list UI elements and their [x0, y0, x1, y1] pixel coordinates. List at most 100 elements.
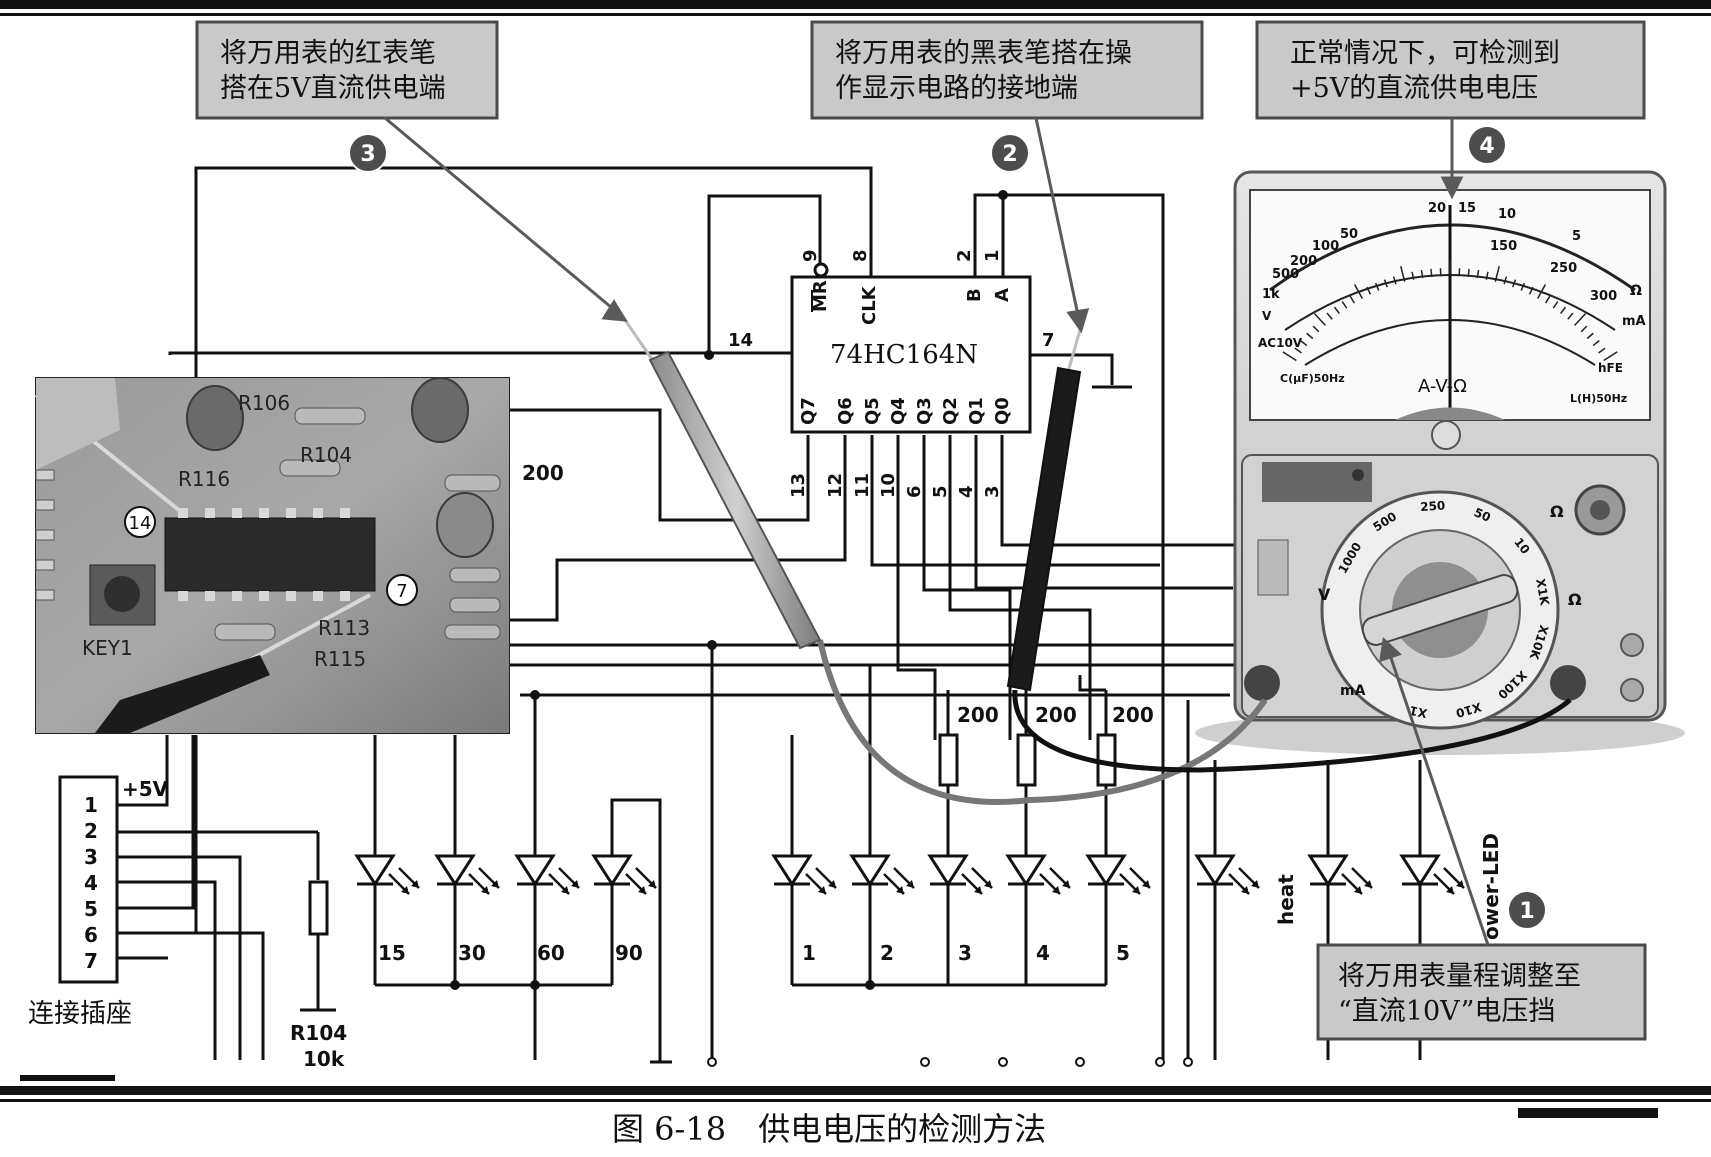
pcb-label: R115	[314, 647, 366, 671]
led-symbol	[594, 856, 656, 894]
led-label: 60	[537, 941, 565, 965]
led-label: 90	[615, 941, 643, 965]
callout-line: 正常情况下，可检测到	[1290, 38, 1560, 69]
bottom-left-mark	[20, 1075, 115, 1081]
resistor-value: 200	[1035, 703, 1077, 727]
chip-pin-number: 1	[982, 249, 1003, 262]
callout-line: “直流10V”电压挡	[1338, 996, 1555, 1027]
callout-line: 作显示电路的接地端	[835, 73, 1078, 104]
r104-value: 10k	[303, 1047, 345, 1071]
meter-label: Ω	[1630, 283, 1642, 299]
meter-label: V	[1262, 309, 1272, 323]
chip-output-label: Q2	[940, 397, 961, 425]
connector-title: 连接插座	[28, 999, 132, 1029]
callout-line: 将万用表量程调整至	[1338, 961, 1581, 992]
callout-step2: 将万用表的黑表笔搭在操 作显示电路的接地端	[812, 22, 1202, 118]
top-rule-thin	[0, 13, 1711, 16]
led-symbol	[517, 856, 579, 894]
meter-label: mA	[1622, 314, 1646, 329]
led-label: 15	[378, 941, 406, 965]
pcb-label: R116	[178, 467, 230, 491]
connector-pin: 1	[84, 793, 98, 817]
step-badge-1: 1	[1508, 891, 1546, 929]
chip-pin-number: 9	[800, 249, 821, 262]
step-badge-number: 3	[360, 142, 375, 167]
pcb-photo: R106 R104 R116 KEY1 R113 R115 14 7	[36, 378, 509, 733]
chip-pin-number: 5	[930, 485, 951, 498]
chip-pin-number: 3	[982, 485, 1003, 498]
connector-pin: 2	[84, 819, 98, 843]
chip-pin-number: 13	[788, 473, 809, 498]
chip-pin-label: CLK	[859, 285, 880, 325]
step-badge-3: 3	[349, 134, 387, 172]
led-symbol	[930, 856, 992, 894]
led-label: 3	[958, 941, 972, 965]
chip-pin-label: MR	[810, 280, 831, 312]
led-labels-group2: 1 2 3 4 5	[802, 941, 1130, 965]
meter-label: L(H)50Hz	[1570, 392, 1627, 405]
chip-pin-number: 12	[825, 473, 846, 498]
meter-scale-mark: 300	[1590, 289, 1617, 304]
resistor-value: 200	[957, 703, 999, 727]
callout-line: 搭在5V直流供电端	[220, 73, 446, 104]
chip-pin-number: 2	[954, 249, 975, 262]
dial-range-label: 250	[1420, 498, 1446, 514]
pcb-label: R104	[300, 443, 352, 467]
chip-output-label: Q4	[888, 397, 909, 425]
meter-scale-mark: 20	[1428, 201, 1446, 216]
bottom-rule-thin	[0, 1099, 1711, 1102]
meter-display-slot	[1262, 462, 1372, 502]
resistor-value: 200	[1112, 703, 1154, 727]
figure-caption: 图 6-18 供电电压的检测方法	[612, 1110, 1046, 1148]
connector-pin: 3	[84, 845, 98, 869]
chip-pin-label: B	[964, 288, 985, 302]
callout-line: 将万用表的黑表笔搭在操	[835, 38, 1132, 69]
pcb-label: KEY1	[82, 636, 133, 660]
meter-label: AC10V	[1258, 336, 1303, 350]
chip-pin-number: 14	[728, 330, 753, 351]
ohm-adjust-label: Ω	[1550, 502, 1564, 521]
dial-label-v: V	[1318, 585, 1331, 604]
step-badge-number: 1	[1519, 899, 1534, 924]
meter-scale-mark: 100	[1312, 239, 1339, 254]
led-label: 4	[1036, 941, 1050, 965]
chip-output-label: Q5	[862, 397, 883, 425]
chip-pin-number: 7	[1042, 330, 1055, 351]
bottom-right-mark	[1518, 1108, 1658, 1118]
r104-name: R104	[290, 1021, 347, 1045]
meter-scale-mark: 1k	[1262, 287, 1280, 302]
connector: 1 2 3 4 5 6 7 +5V 连接插座	[28, 777, 169, 1029]
led-symbol	[1197, 856, 1259, 894]
mr-inversion-bubble	[815, 264, 827, 276]
callout-line: 将万用表的红表笔	[220, 38, 436, 69]
chip-pin-number: 6	[904, 485, 925, 498]
meter-scale-mark: 5	[1572, 229, 1581, 244]
connector-pin: 6	[84, 923, 98, 947]
led-symbol	[437, 856, 499, 894]
step-badge-number: 2	[1002, 142, 1017, 167]
meter-scale-mark: 250	[1550, 261, 1577, 276]
led-label: 1	[802, 941, 816, 965]
meter-label: C(μF)50Hz	[1280, 372, 1345, 385]
led-labels-group1: 15 30 60 90	[378, 941, 643, 965]
led-symbol	[1310, 856, 1372, 894]
led-symbol	[852, 856, 914, 894]
com-jack	[1244, 665, 1280, 701]
led-label: 5	[1116, 941, 1130, 965]
chip-output-label: Q6	[835, 397, 856, 425]
resistor-value: 200	[522, 461, 564, 485]
connector-pin: 4	[84, 871, 98, 895]
led-symbol	[357, 856, 419, 894]
bottom-rule-thick	[0, 1086, 1711, 1095]
connector-pin: 5	[84, 897, 98, 921]
led-symbol	[1402, 856, 1464, 894]
pin7-marker-label: 7	[396, 581, 407, 602]
meter-scale-mark: 50	[1340, 227, 1358, 242]
callout-line: +5V的直流供电电压	[1290, 73, 1538, 104]
callout-step3: 将万用表的红表笔 搭在5V直流供电端	[197, 22, 497, 118]
led-label: 30	[458, 941, 486, 965]
led-symbol	[774, 856, 836, 894]
chip-output-label: Q3	[914, 397, 935, 425]
pin14-marker-label: 14	[129, 513, 152, 534]
